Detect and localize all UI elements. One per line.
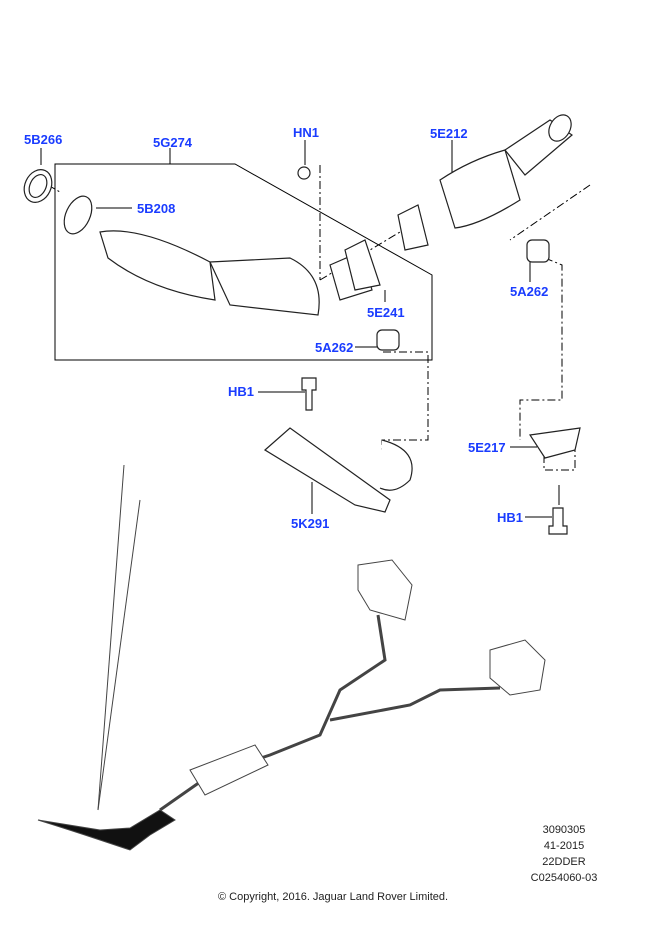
callout-5a262-right[interactable]: 5A262 (510, 284, 549, 299)
converter-part (209, 257, 320, 316)
heat-shield-part (263, 427, 391, 513)
callout-5e241[interactable]: 5E241 (367, 305, 405, 320)
drawing-code: 22DDER (542, 856, 586, 868)
callout-5e212[interactable]: 5E212 (430, 126, 468, 141)
callout-hb1-left[interactable]: HB1 (228, 384, 255, 399)
rear-muffler-right (489, 639, 546, 696)
flange-gasket-part (344, 239, 381, 291)
nut-part (297, 166, 311, 180)
bracket-part (528, 427, 581, 459)
copyright: © Copyright, 2016. Jaguar Land Rover Lim… (218, 891, 449, 903)
callout-5b208[interactable]: 5B208 (137, 201, 176, 216)
insulator-left-part (376, 329, 400, 351)
drawing-group: 41-2015 (543, 840, 585, 852)
overview-front-section (37, 809, 176, 851)
center-muffler (189, 744, 269, 796)
callout-5e217[interactable]: 5E217 (468, 440, 506, 455)
drawing-ref: C0254060-03 (530, 872, 598, 884)
cat-converter-part (439, 149, 521, 229)
callout-hb1-right[interactable]: HB1 (497, 510, 524, 525)
drawing-info: 3090305 41-2015 22DDER C0254060-03 (509, 822, 619, 886)
callout-5b266[interactable]: 5B266 (24, 132, 63, 147)
callout-5g274[interactable]: 5G274 (153, 135, 193, 150)
front-pipe-part (99, 230, 216, 301)
drawing-number: 3090305 (542, 824, 586, 836)
callout-hn1[interactable]: HN1 (293, 125, 320, 140)
bolt-right-part (548, 507, 568, 535)
bolt-left-part (301, 377, 317, 411)
callout-5a262-left[interactable]: 5A262 (315, 340, 354, 355)
overview-pipe (159, 614, 387, 812)
insulator-right-part (526, 239, 550, 263)
callout-5k291[interactable]: 5K291 (291, 516, 330, 531)
rear-muffler-left (357, 559, 413, 621)
group-box (54, 163, 433, 361)
clamp-part (63, 195, 93, 235)
